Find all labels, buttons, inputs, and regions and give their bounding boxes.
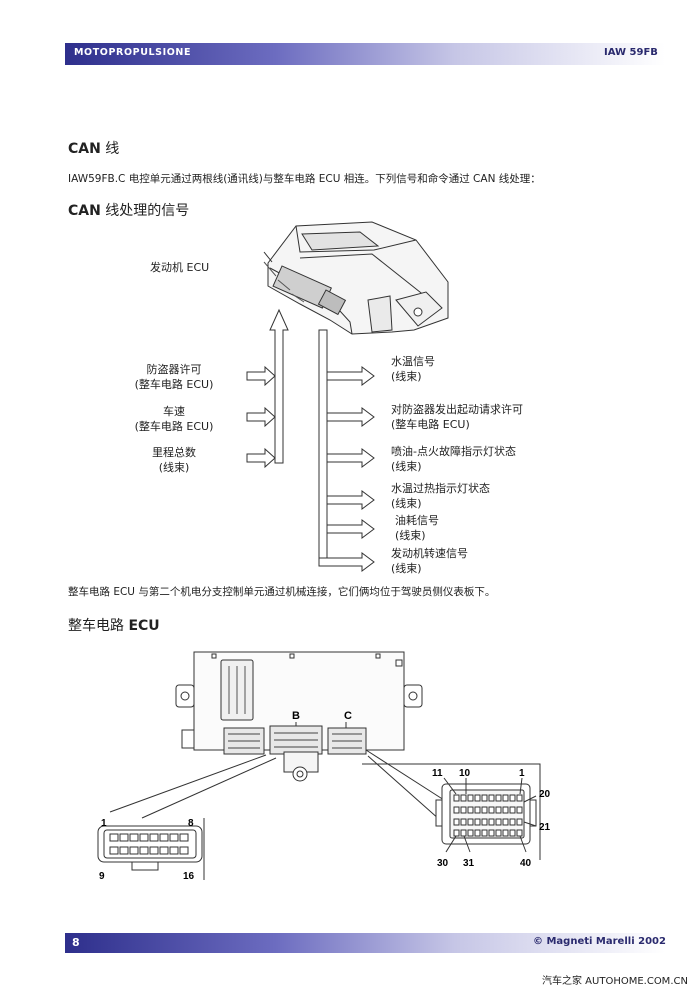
watermark-text: 汽车之家 AUTOHOME.COM.CN [542, 976, 688, 987]
connector-b-label: B [292, 710, 300, 722]
output-signal-water-temp: 水温信号(线束) [391, 355, 435, 383]
output-signal-start-request: 对防盗器发出起动请求许可(整车电路 ECU) [391, 403, 523, 431]
left-pin-9: 9 [99, 871, 105, 882]
output-signal-overheat-status: 水温过热指示灯状态(线束) [391, 482, 490, 510]
input-signal-vehicle-speed: 车速(整车电路 ECU) [134, 405, 214, 433]
left-pin-8: 8 [188, 818, 194, 829]
can-section-title: CAN 线 [68, 141, 120, 157]
right-pin-1: 1 [519, 768, 525, 779]
input-signal-immobilizer: 防盗器许可(整车电路 ECU) [134, 363, 214, 391]
right-pin-10: 10 [459, 768, 471, 779]
header-bar [65, 43, 665, 65]
connector-c-label: C [344, 710, 352, 722]
header-document-code: IAW 59FB [604, 47, 658, 58]
page-number: 8 [72, 936, 80, 949]
left-pin-1: 1 [101, 818, 107, 829]
right-connector-detail [435, 783, 537, 845]
output-signal-fuel-consumption: 油耗信号(线束) [395, 514, 439, 542]
copyright-text: © Magneti Marelli 2002 [533, 936, 666, 947]
output-bus [318, 329, 328, 559]
left-connector-detail [97, 825, 203, 871]
engine-ecu-label: 发动机 ECU [150, 261, 210, 274]
connector-leader-lines [109, 749, 541, 880]
body-ecu-note: 整车电路 ECU 与第二个机电分支控制单元通过机械连接，它们俩均位于驾驶员侧仪表… [68, 586, 496, 598]
right-pin-21: 21 [539, 822, 551, 833]
input-arrow-up [269, 308, 289, 464]
left-pin-16: 16 [183, 871, 195, 882]
engine-ecu-illustration [263, 221, 449, 335]
body-ecu-illustration [175, 651, 423, 782]
right-pin-40: 40 [520, 858, 532, 869]
intro-paragraph: IAW59FB.C 电控单元通过两根线(通讯线)与整车电路 ECU 相连。下列信… [68, 173, 541, 185]
input-arrows [246, 365, 276, 469]
right-pin-30: 30 [437, 858, 449, 869]
right-connector-pin-pointers [443, 777, 537, 853]
body-ecu-section-title: 整车电路 ECU [68, 618, 160, 634]
signals-section-title: CAN 线处理的信号 [68, 203, 190, 219]
header-section-title: MOTOPROPULSIONE [74, 47, 192, 58]
output-signal-engine-rpm: 发动机转速信号(线束) [391, 547, 468, 575]
right-pin-20: 20 [539, 789, 551, 800]
footer-bar [65, 933, 665, 953]
right-pin-11: 11 [432, 768, 443, 779]
output-arrows [318, 366, 375, 572]
input-signal-odometer: 里程总数(线束) [152, 446, 196, 474]
right-pin-31: 31 [463, 858, 475, 869]
output-signal-mil-status: 喷油-点火故障指示灯状态(线束) [391, 445, 516, 473]
